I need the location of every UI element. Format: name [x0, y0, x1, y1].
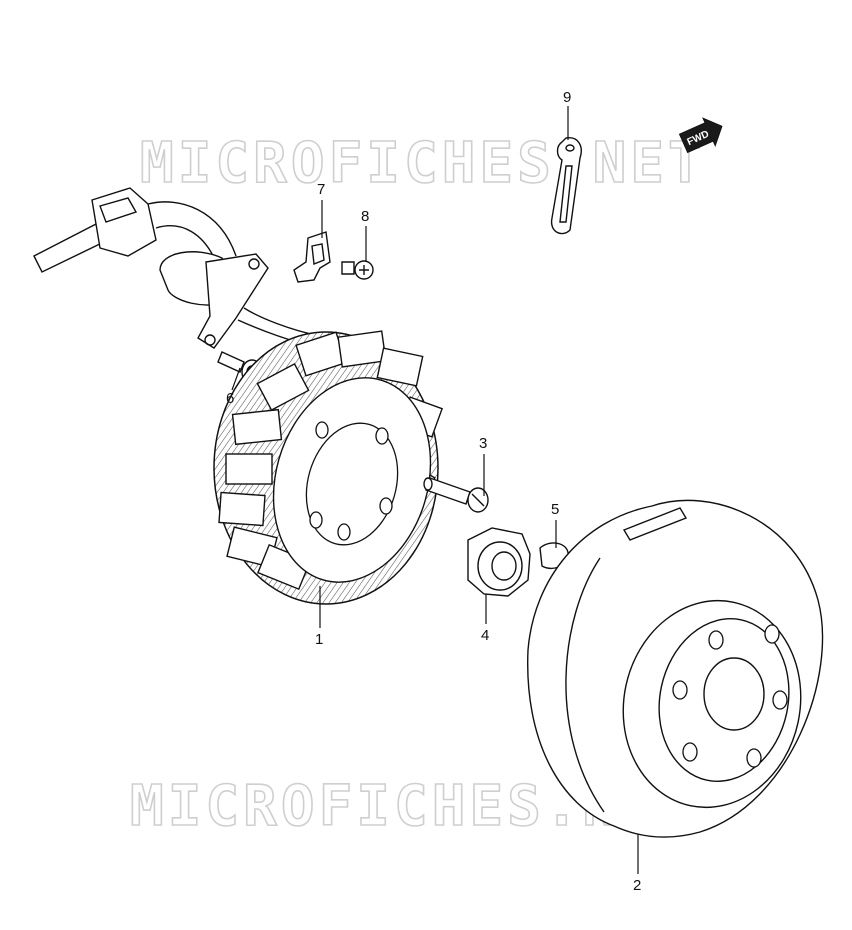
callout-4: 4	[481, 627, 489, 644]
fwd-arrow-icon: FWD	[678, 117, 723, 154]
wire-harness	[33, 187, 321, 349]
wire-clamp	[293, 231, 331, 283]
callout-9: 9	[563, 89, 571, 106]
flywheel-rotor	[527, 499, 824, 838]
callout-6: 6	[226, 390, 234, 407]
leader-lines	[231, 106, 639, 874]
callout-7: 7	[317, 181, 325, 198]
clamp-strap	[550, 137, 582, 235]
callout-2: 2	[633, 877, 641, 894]
screw	[341, 260, 374, 280]
watermark-top: MICROFICHES.NET	[140, 131, 706, 196]
callout-1: 1	[315, 631, 323, 648]
callout-5: 5	[551, 501, 559, 518]
bolt-long	[423, 477, 489, 513]
flange-nut	[467, 527, 531, 597]
callout-8: 8	[361, 208, 369, 225]
stator	[213, 330, 444, 605]
callout-3: 3	[479, 435, 487, 452]
